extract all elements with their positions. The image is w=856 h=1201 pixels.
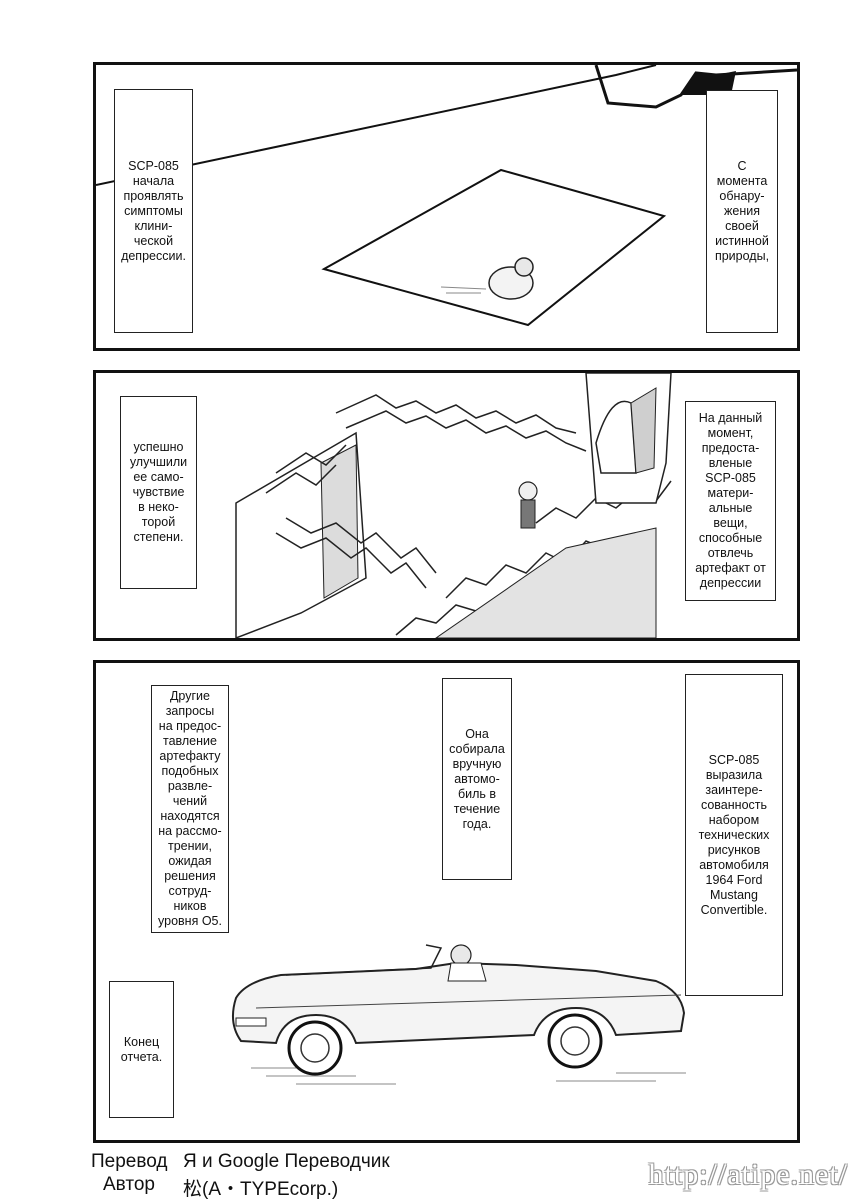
credits-author-label: Автор [103, 1174, 155, 1195]
panel-3-artwork [231, 944, 686, 1085]
panel-1: SCP-085 начала проявлять симптомы клини-… [93, 62, 800, 351]
panel-3: Другие запросы на предос- тавление артеф… [93, 660, 800, 1143]
caption-box: SCP-085 начала проявлять симптомы клини-… [114, 89, 193, 333]
caption-box: Конец отчета. [109, 981, 174, 1118]
watermark: http://atipe.net/ [648, 1158, 848, 1191]
caption-box: С момента обнару- жения своей истинной п… [706, 90, 778, 333]
caption-box: SCP-085 выразила заинтере- сованность на… [685, 674, 783, 996]
panel-2: успешно улучшили ее само- чувствие в нек… [93, 370, 800, 641]
caption-box: Она собирала вручную автомо- биль в тече… [442, 678, 512, 880]
credits-translation-label: Перевод [91, 1151, 168, 1172]
caption-box: Другие запросы на предос- тавление артеф… [151, 685, 229, 933]
caption-box: успешно улучшили ее само- чувствие в нек… [120, 396, 197, 589]
caption-box: На данный момент, предоста- вленые SCP-0… [685, 401, 776, 601]
credits-translation-value: Я и Google Переводчик [183, 1151, 390, 1172]
credits-author-value: 松(A・TYPEcorp.) [183, 1179, 339, 1200]
panel-2-artwork [235, 373, 672, 638]
panel-1-artwork [96, 65, 797, 327]
